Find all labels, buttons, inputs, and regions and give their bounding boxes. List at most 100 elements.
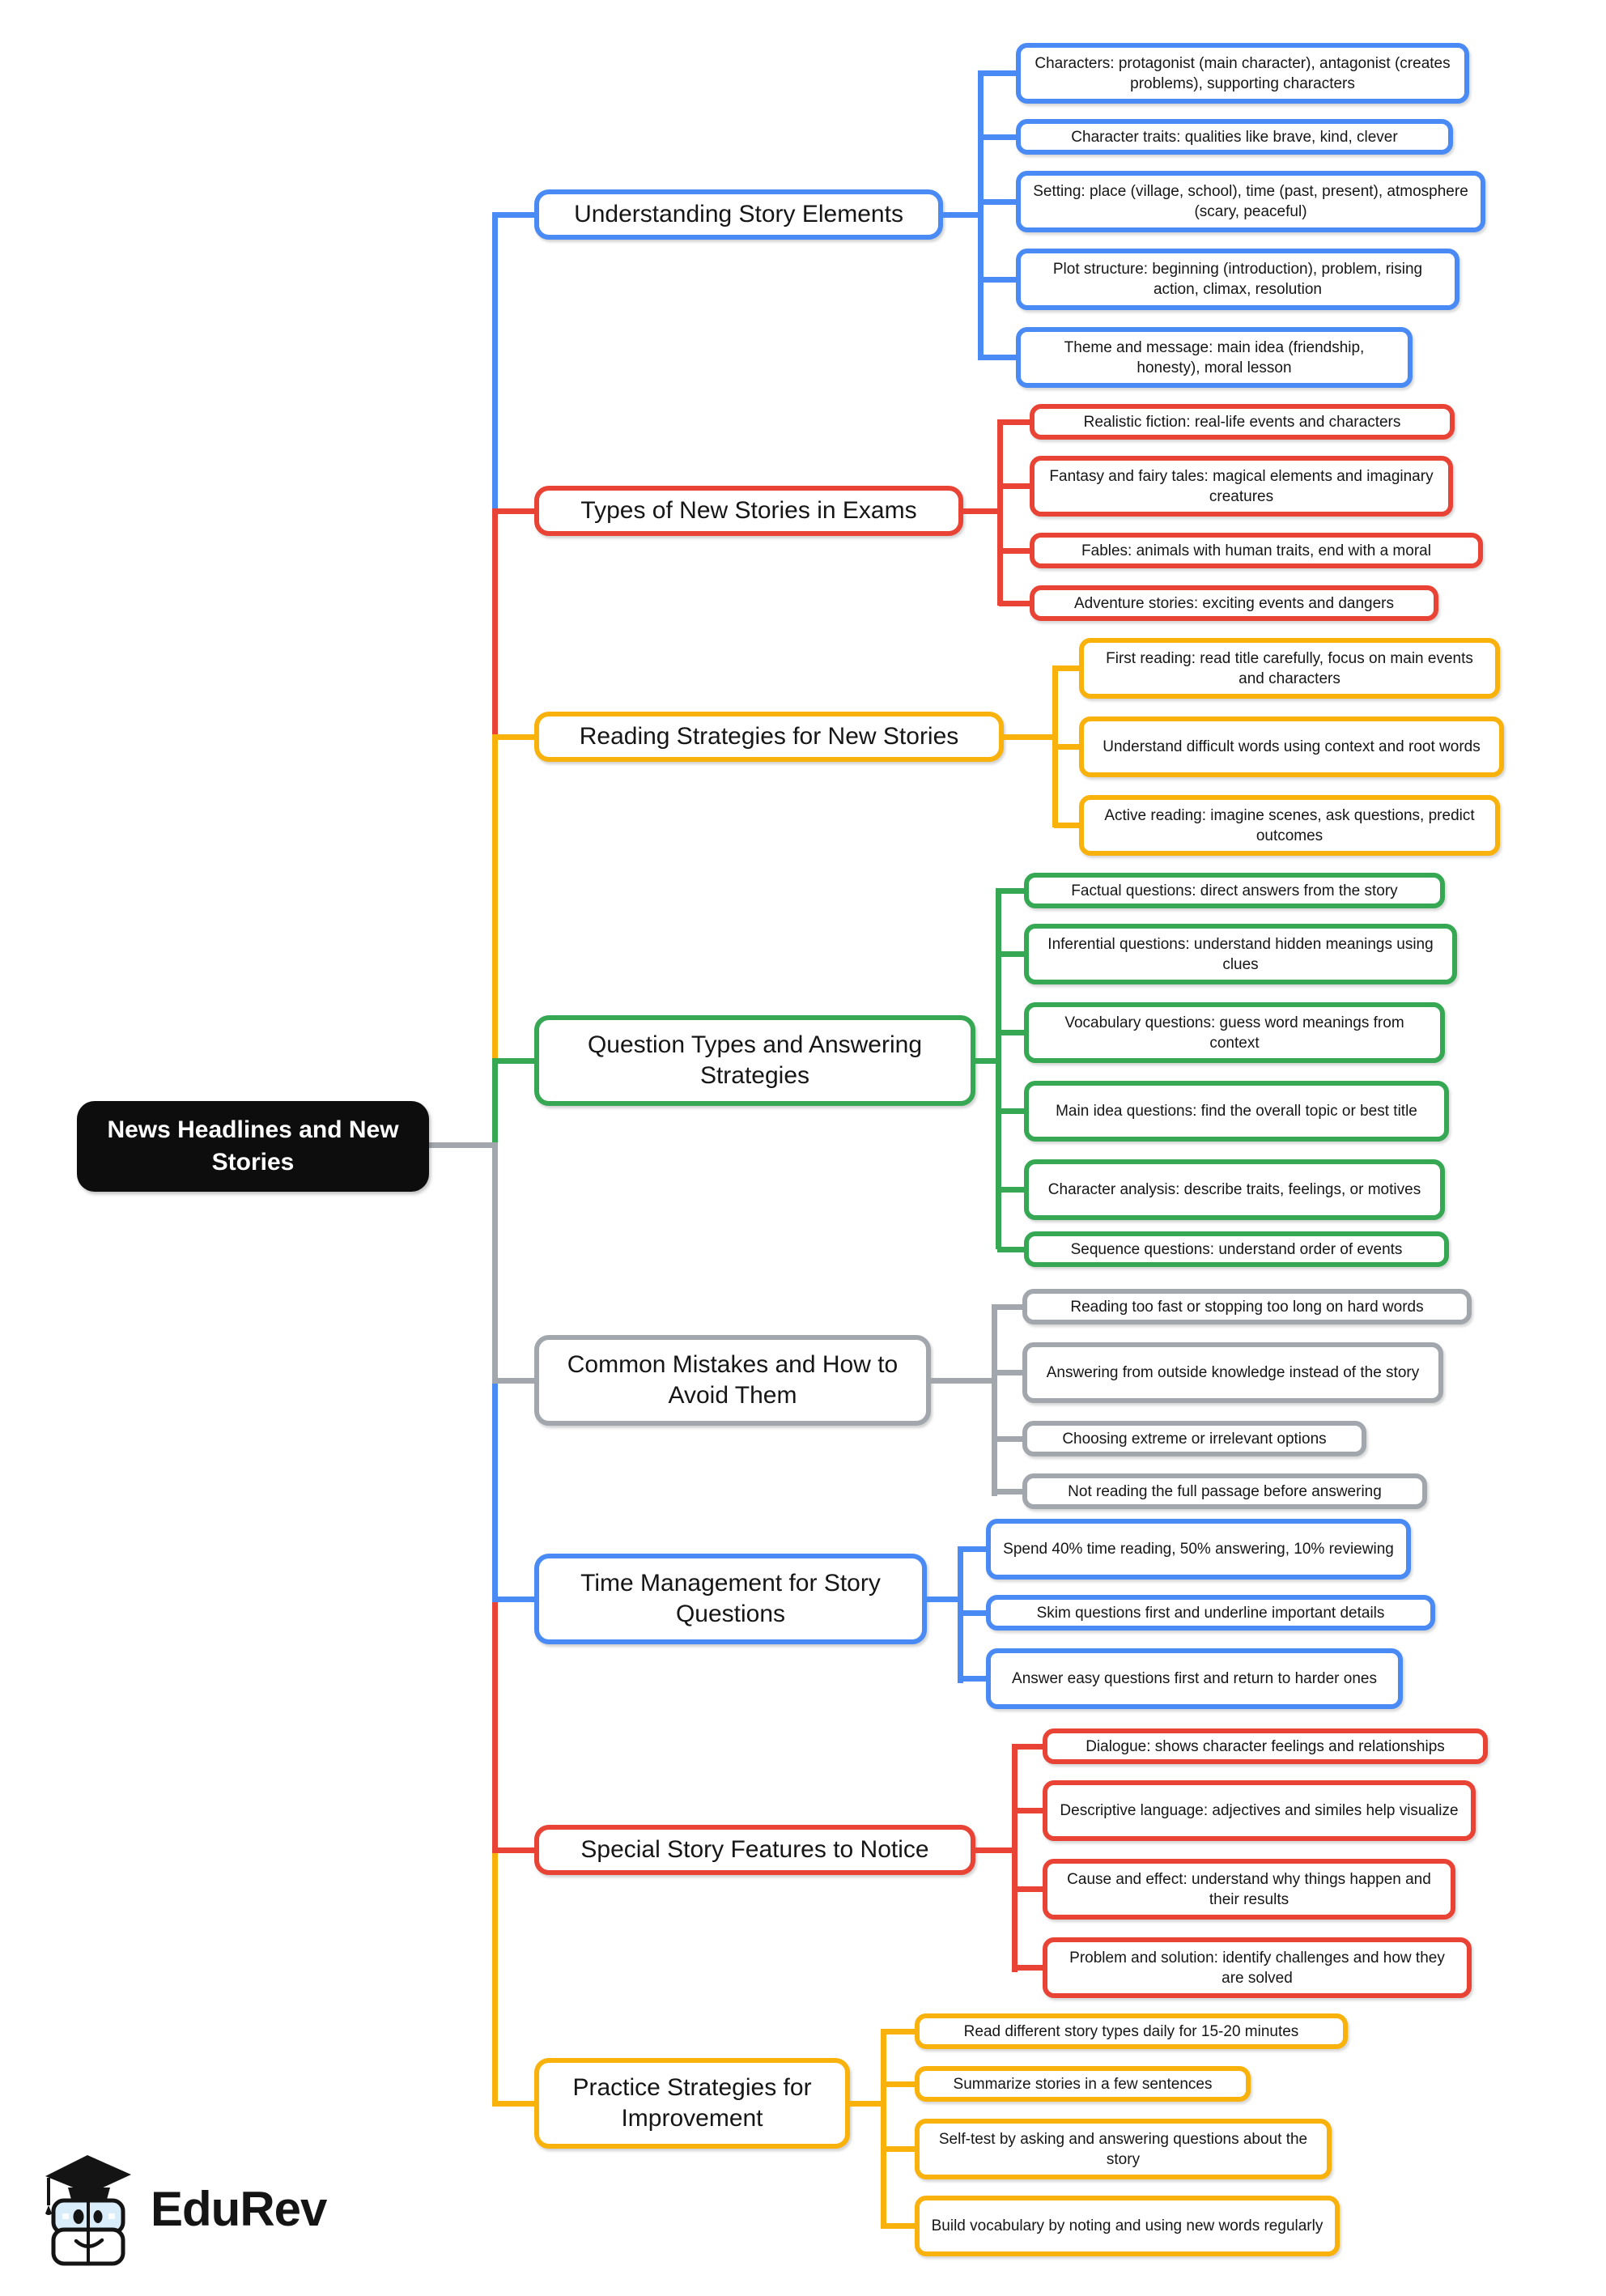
connector (492, 1058, 537, 1064)
connector (997, 1030, 1026, 1035)
connector (997, 951, 1026, 957)
connector (979, 199, 1017, 205)
child-node: Answer easy questions first and return t… (986, 1648, 1403, 1709)
child-node: Sequence questions: understand order of … (1024, 1231, 1449, 1267)
connector (492, 1597, 537, 1602)
connector (882, 2146, 916, 2152)
connector (979, 70, 1017, 76)
branch-node-practice-strategies: Practice Strategies for Improvement (534, 2058, 850, 2149)
branch-node-reading-strategies: Reading Strategies for New Stories (534, 712, 1004, 762)
child-node: Vocabulary questions: guess word meaning… (1024, 1002, 1445, 1063)
connector (997, 1187, 1026, 1193)
connector (1013, 1965, 1044, 1971)
connector (1054, 823, 1081, 828)
child-node: First reading: read title carefully, foc… (1079, 638, 1500, 699)
child-node: Setting: place (village, school), time (… (1016, 171, 1485, 232)
connector (492, 508, 537, 514)
connector (882, 2029, 916, 2035)
connector (975, 1847, 1014, 1853)
spine-segment (492, 1145, 498, 1380)
connector (1013, 1808, 1044, 1813)
connector (963, 508, 1003, 514)
connector (492, 2101, 537, 2107)
child-node: Inferential questions: understand hidden… (1024, 924, 1457, 984)
spine-segment (492, 737, 498, 1061)
child-node: Adventure stories: exciting events and d… (1030, 585, 1438, 621)
child-node: Character analysis: describe traits, fee… (1024, 1159, 1445, 1220)
connector (1004, 734, 1058, 740)
connector (999, 483, 1031, 489)
spine-segment (492, 1061, 498, 1145)
branch-node-question-types: Question Types and Answering Strategies (534, 1015, 975, 1106)
connector (492, 1378, 537, 1384)
child-node: Characters: protagonist (main character)… (1016, 43, 1469, 104)
child-node: Understand difficult words using context… (1079, 716, 1504, 777)
connector (996, 888, 1001, 1249)
connector (999, 548, 1031, 554)
child-node: Realistic fiction: real-life events and … (1030, 404, 1455, 440)
connector (975, 1058, 1001, 1064)
connector (882, 2223, 916, 2229)
child-node: Skim questions first and underline impor… (986, 1595, 1435, 1631)
connector (492, 212, 537, 218)
connector (1054, 665, 1081, 671)
branch-node-special-story-features: Special Story Features to Notice (534, 1825, 975, 1875)
connector (993, 1370, 1024, 1375)
branch-node-understanding-story-elements: Understanding Story Elements (534, 189, 943, 240)
child-node: Main idea questions: find the overall to… (1024, 1081, 1449, 1142)
connector (492, 734, 537, 740)
child-node: Dialogue: shows character feelings and r… (1043, 1728, 1488, 1764)
connector (993, 1436, 1024, 1442)
child-node: Problem and solution: identify challenge… (1043, 1937, 1472, 1998)
child-node: Factual questions: direct answers from t… (1024, 873, 1445, 908)
connector (997, 1108, 1026, 1114)
connector (959, 1610, 988, 1616)
connector (943, 212, 984, 218)
branch-node-types-of-new-stories: Types of New Stories in Exams (534, 486, 963, 536)
branch-node-time-management: Time Management for Story Questions (534, 1554, 927, 1644)
child-node: Build vocabulary by noting and using new… (915, 2196, 1340, 2256)
connector (979, 277, 1017, 283)
child-node: Not reading the full passage before answ… (1022, 1473, 1427, 1509)
connector (850, 2101, 883, 2107)
child-node: Read different story types daily for 15-… (915, 2013, 1348, 2049)
child-node: Theme and message: main idea (friendship… (1016, 327, 1413, 388)
connector (882, 2081, 916, 2087)
spine-segment (492, 1380, 498, 1599)
child-node: Reading too fast or stopping too long on… (1022, 1289, 1472, 1324)
connector (997, 1247, 1026, 1252)
connector (959, 1546, 988, 1552)
central-node: News Headlines and New Stories (77, 1101, 429, 1192)
connector (999, 419, 1031, 425)
spine-segment (492, 1599, 498, 1850)
connector (997, 888, 1026, 894)
connector (931, 1378, 994, 1384)
spine-segment (492, 212, 498, 511)
child-node: Spend 40% time reading, 50% answering, 1… (986, 1519, 1411, 1580)
connector (979, 134, 1017, 140)
child-node: Fables: animals with human traits, end w… (1030, 533, 1483, 568)
spine-segment (492, 511, 498, 737)
child-node: Plot structure: beginning (introduction)… (1016, 249, 1459, 310)
connector (927, 1597, 960, 1602)
connector (1013, 1886, 1044, 1892)
connector (979, 355, 1017, 360)
connector (993, 1489, 1024, 1495)
spine-segment (492, 1850, 498, 2103)
edurev-mascot-icon (40, 2144, 136, 2273)
connector (881, 2029, 886, 2229)
connector (1054, 744, 1081, 750)
connector (959, 1676, 988, 1682)
child-node: Fantasy and fairy tales: magical element… (1030, 456, 1453, 517)
connector (492, 1847, 537, 1853)
connector (1013, 1744, 1044, 1750)
child-node: Cause and effect: understand why things … (1043, 1859, 1455, 1920)
edurev-logo-text: EduRev (151, 2181, 327, 2236)
connector-central (427, 1142, 498, 1148)
child-node: Summarize stories in a few sentences (915, 2066, 1251, 2102)
connector (993, 1304, 1024, 1310)
child-node: Choosing extreme or irrelevant options (1022, 1421, 1366, 1456)
connector (992, 1304, 997, 1496)
child-node: Self-test by asking and answering questi… (915, 2119, 1332, 2179)
